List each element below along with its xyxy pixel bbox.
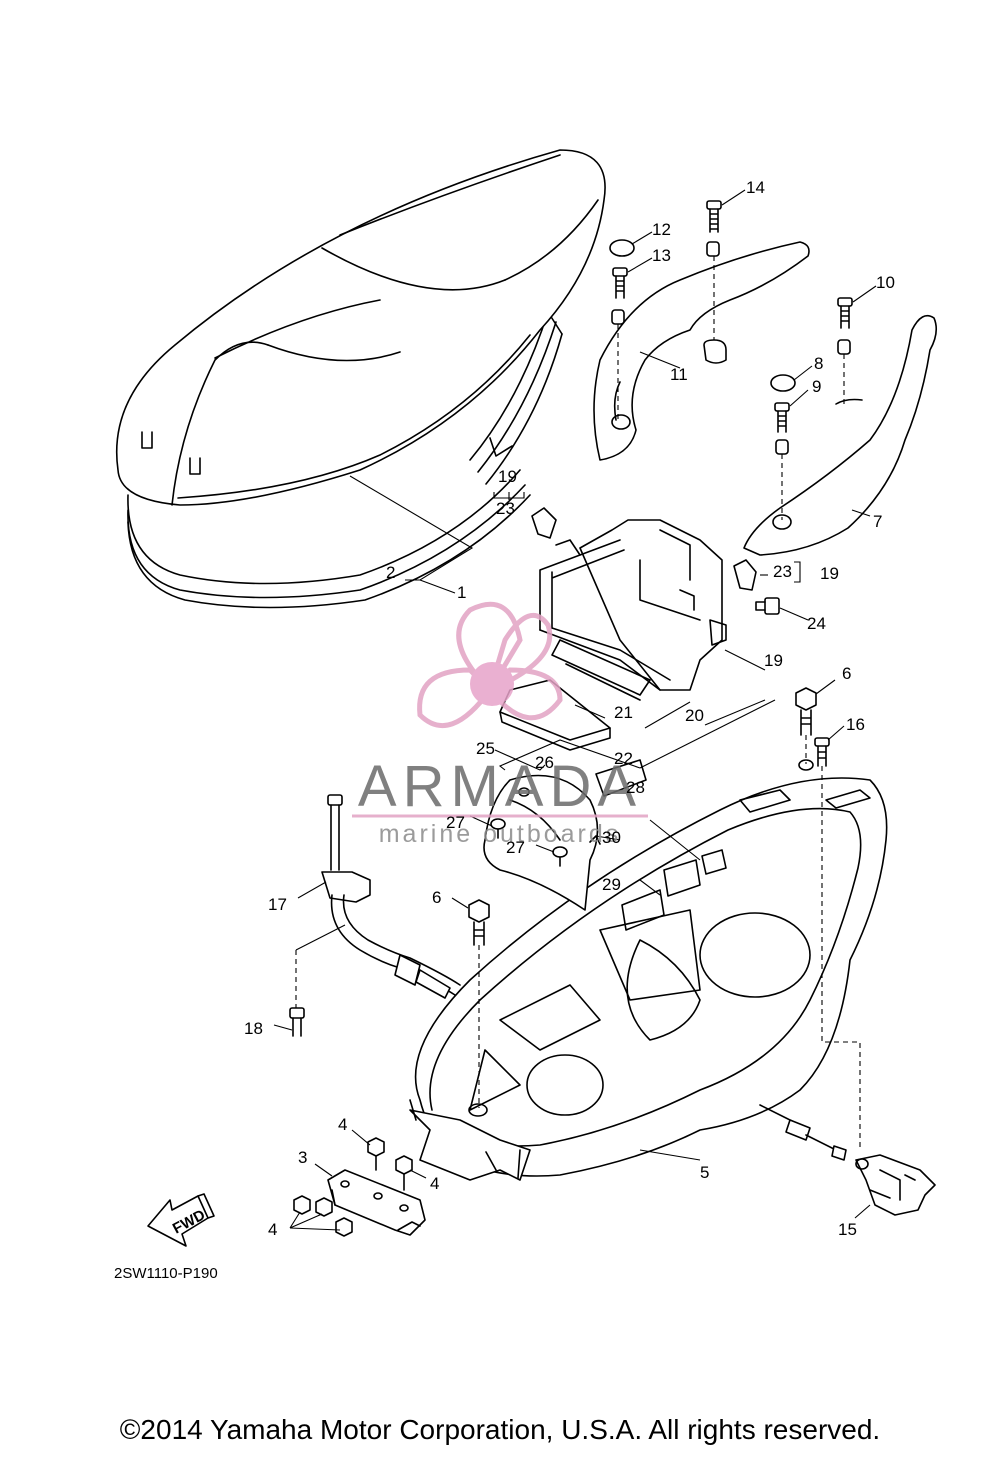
callout-4: 4 — [430, 1174, 439, 1193]
seat-lock-cable — [289, 794, 461, 1037]
callout-8: 8 — [814, 354, 823, 373]
seat-assembly — [115, 149, 606, 609]
bolt-6-front — [468, 899, 490, 1108]
storage-tub — [409, 759, 888, 1181]
callout-14: 14 — [746, 178, 765, 197]
callout-17: 17 — [268, 895, 287, 914]
callout-21: 21 — [614, 703, 633, 722]
callout-5: 5 — [700, 1163, 709, 1182]
callout-2: 2 — [386, 563, 395, 582]
callout-12: 12 — [652, 220, 671, 239]
callout-19: 19 — [498, 467, 517, 486]
callout-1: 1 — [457, 583, 466, 602]
fwd-arrow: FWD — [147, 1193, 215, 1247]
watermark-tagline: marine outboards — [379, 820, 622, 848]
callout-15: 15 — [838, 1220, 857, 1239]
callout-19: 19 — [820, 564, 839, 583]
bolt-6-rear — [795, 687, 817, 764]
propeller-logo — [417, 601, 563, 728]
watermark-brand: ARMADA — [358, 754, 642, 819]
callout-28: 28 — [626, 778, 645, 797]
callout-18: 18 — [244, 1019, 263, 1038]
leader-lines — [273, 189, 877, 1231]
callout-30: 30 — [602, 828, 621, 847]
callout-22: 22 — [614, 749, 633, 768]
callout-29: 29 — [602, 875, 621, 894]
hinge-bracket — [327, 1169, 426, 1236]
nuts-4 — [293, 1137, 413, 1237]
callout-20: 20 — [685, 706, 704, 725]
callout-16: 16 — [846, 715, 865, 734]
callout-4: 4 — [268, 1220, 277, 1239]
callout-23: 23 — [773, 562, 792, 581]
callout-26: 26 — [535, 753, 554, 772]
watermark: ARMADA marine outboards — [352, 601, 648, 848]
callout-11: 11 — [670, 365, 688, 384]
storage-band — [483, 759, 727, 931]
callout-4: 4 — [338, 1115, 347, 1134]
callout-23: 23 — [496, 499, 515, 518]
parts-diagram: ARMADA marine outboards FWD 2SW1110-P190… — [114, 149, 938, 1282]
callout-10: 10 — [876, 273, 895, 292]
screw-16 — [814, 737, 861, 1150]
seat-lock — [759, 1104, 936, 1216]
grab-bar-right — [743, 297, 938, 556]
callout-27: 27 — [446, 813, 465, 832]
grab-bar-left — [593, 200, 810, 461]
callout-7: 7 — [873, 512, 882, 531]
callout-19: 19 — [764, 651, 783, 670]
callout-6: 6 — [842, 664, 851, 683]
callout-27: 27 — [506, 838, 525, 857]
battery-box — [499, 507, 780, 751]
callout-6: 6 — [432, 888, 441, 907]
callout-9: 9 — [812, 377, 821, 396]
callout-24: 24 — [807, 614, 826, 633]
callout-25: 25 — [476, 739, 495, 758]
callout-labels: 1 2 3 4 4 4 5 6 6 7 8 9 10 11 12 13 14 1… — [244, 178, 895, 1239]
callout-3: 3 — [298, 1148, 307, 1167]
callout-13: 13 — [652, 246, 671, 265]
drawing-code: 2SW1110-P190 — [114, 1265, 218, 1282]
copyright-notice: ©2014 Yamaha Motor Corporation, U.S.A. A… — [119, 1414, 881, 1445]
